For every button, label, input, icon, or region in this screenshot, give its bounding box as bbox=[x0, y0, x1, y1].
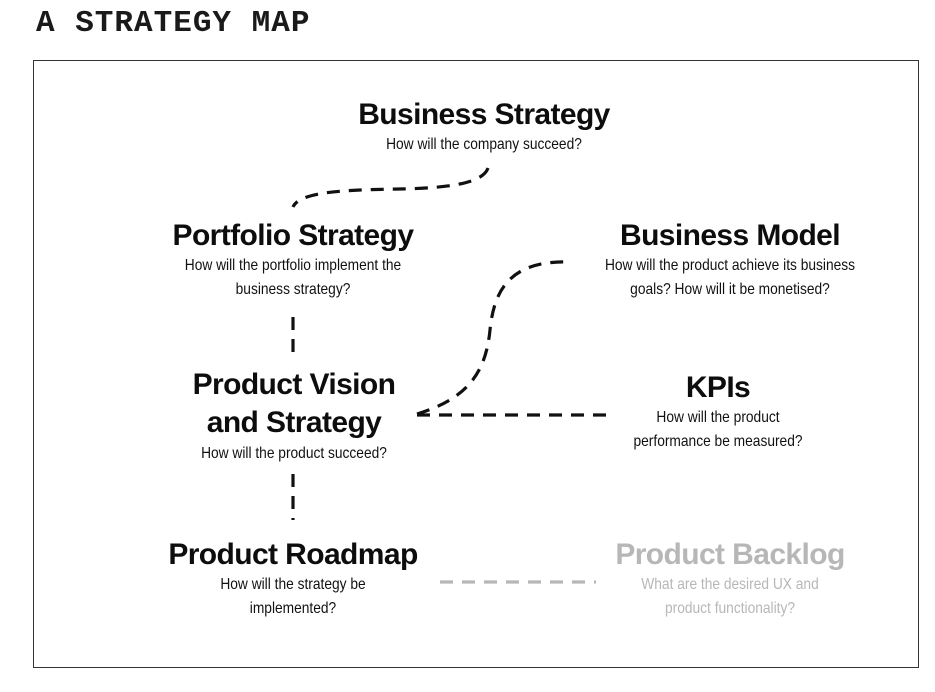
node-title-line-2: and Strategy bbox=[206, 406, 382, 439]
diagram-frame bbox=[33, 60, 919, 668]
node-title: Product Backlog bbox=[615, 538, 845, 571]
connector-vision-to-business-model bbox=[416, 260, 571, 416]
node-title: KPIs bbox=[685, 371, 751, 404]
node-question: How will the product succeed? bbox=[201, 445, 387, 462]
node-portfolio-strategy: Portfolio Strategy How will the portfoli… bbox=[146, 218, 440, 302]
node-title: Business Strategy bbox=[358, 98, 610, 131]
node-kpis: KPIs How will the product performance be… bbox=[618, 370, 818, 454]
node-title: Portfolio Strategy bbox=[172, 219, 414, 252]
connector-business-to-portfolio bbox=[291, 167, 490, 208]
node-product-backlog: Product Backlog What are the desired UX … bbox=[596, 537, 864, 621]
node-question: How will the company succeed? bbox=[386, 136, 582, 153]
node-business-strategy: Business Strategy How will the company s… bbox=[334, 97, 634, 157]
node-product-roadmap: Product Roadmap How will the strategy be… bbox=[152, 537, 434, 621]
page-title: A STRATEGY MAP bbox=[36, 6, 311, 41]
node-question: How will the strategy be implemented? bbox=[220, 576, 366, 617]
node-question: How will the product performance be meas… bbox=[633, 409, 803, 450]
node-question: How will the portfolio implement the bus… bbox=[184, 257, 402, 298]
node-title: Business Model bbox=[620, 219, 841, 252]
node-business-model: Business Model How will the product achi… bbox=[574, 218, 886, 302]
node-title: Product Roadmap bbox=[168, 538, 418, 571]
node-question: How will the product achieve its busines… bbox=[604, 257, 856, 298]
node-title-line-1: Product Vision bbox=[192, 368, 396, 401]
node-product-vision: Product Vision and Strategy How will the… bbox=[168, 366, 420, 466]
node-question: What are the desired UX and product func… bbox=[641, 576, 819, 617]
